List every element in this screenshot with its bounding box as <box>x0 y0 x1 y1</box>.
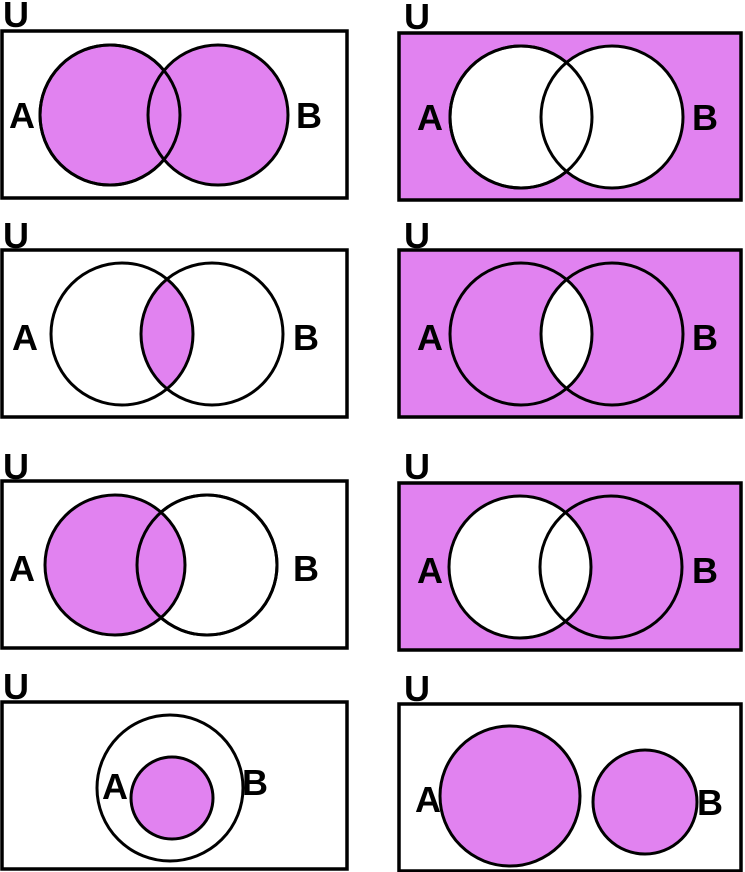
universe-rect <box>0 248 349 419</box>
cell-union: U A B <box>0 0 349 201</box>
set-b-circle <box>538 494 684 640</box>
set-b-circle <box>139 261 285 407</box>
universe-label: U <box>3 0 29 35</box>
venn-complement-intersection: U A B <box>397 219 743 419</box>
set-b-label: B <box>697 782 723 823</box>
set-a-label: A <box>415 779 441 820</box>
set-a-label: A <box>417 550 443 591</box>
venn-disjoint: U A B <box>397 673 743 872</box>
set-a-circle <box>43 493 187 637</box>
universe-label: U <box>404 452 430 487</box>
venn-intersection: U A B <box>0 219 349 419</box>
intersection-region <box>541 263 592 405</box>
set-b-circle-outline <box>135 493 279 637</box>
set-b-circle <box>146 43 290 187</box>
set-a-circle <box>448 261 594 407</box>
venn-complement-a: U A B <box>397 452 743 652</box>
cell-complement-intersection: U A B <box>396 219 745 420</box>
set-a-circle <box>438 724 582 868</box>
set-b-circle <box>539 261 685 407</box>
venn-subset: U A B <box>0 671 349 871</box>
set-a-label: A <box>12 317 38 358</box>
intersection-region <box>141 263 193 405</box>
set-a-label: A <box>102 766 128 807</box>
set-b-label: B <box>692 317 718 358</box>
set-a-circle <box>129 755 215 841</box>
set-b-label: B <box>296 95 322 136</box>
set-b-label: B <box>692 550 718 591</box>
set-a-label: A <box>417 317 443 358</box>
set-a-label: A <box>417 97 443 138</box>
venn-set-a: U A B <box>0 450 349 650</box>
cell-complement-union: U A B <box>396 2 745 203</box>
set-a-circle <box>447 494 593 640</box>
set-b-label: B <box>692 97 718 138</box>
set-b-label: B <box>293 548 319 589</box>
set-a-label: A <box>9 548 35 589</box>
venn-union: U A B <box>0 0 349 200</box>
set-b-label: B <box>242 762 268 803</box>
cell-complement-a: U A B <box>396 452 745 653</box>
set-b-circle <box>591 748 699 856</box>
set-b-label: B <box>293 317 319 358</box>
cell-intersection: U A B <box>0 219 349 420</box>
universe-label: U <box>404 2 430 37</box>
venn-complement-union: U A B <box>397 2 743 202</box>
set-a-label: A <box>9 95 35 136</box>
set-a-circle-outline <box>38 43 182 187</box>
set-a-circle <box>49 261 195 407</box>
cell-disjoint: U A B <box>396 673 745 872</box>
set-a-circle-outline <box>448 44 594 190</box>
set-b-circle <box>539 44 685 190</box>
cell-subset: U A B <box>0 671 349 872</box>
cell-set-a: U A B <box>0 450 349 651</box>
